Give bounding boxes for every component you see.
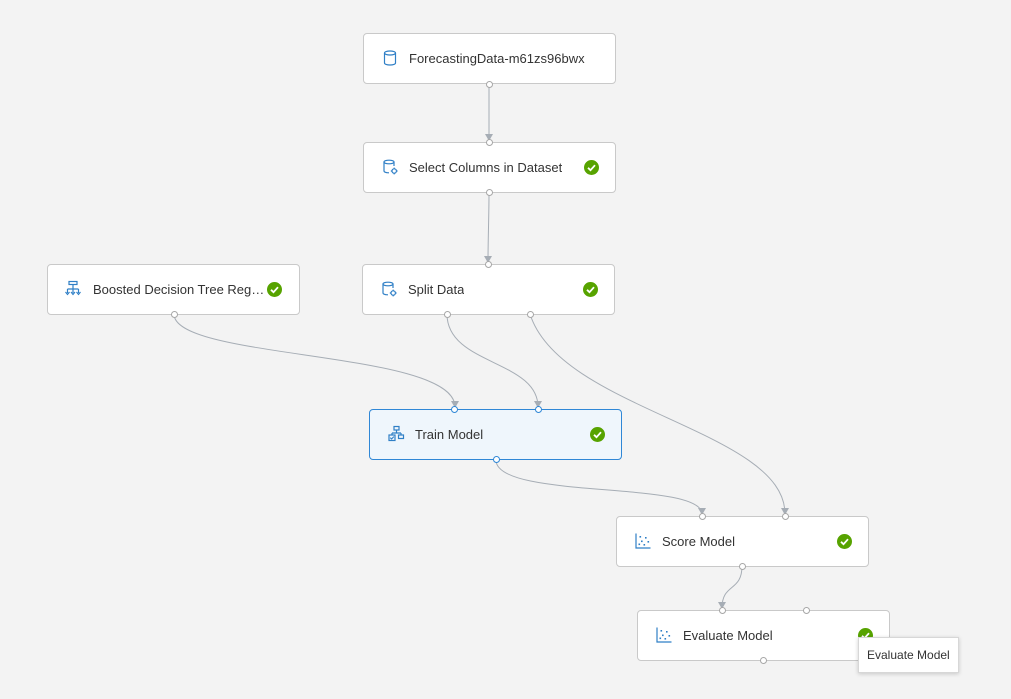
edge-boosted-tree-to-train-model bbox=[173, 313, 459, 408]
node-train-model[interactable]: Train Model bbox=[369, 406, 622, 463]
edge-score-model-to-evaluate-model bbox=[718, 565, 743, 609]
node-label: Evaluate Model bbox=[683, 628, 773, 643]
node-label: ForecastingData-m61zs96bwx bbox=[409, 51, 585, 66]
data-transform-icon bbox=[380, 280, 398, 298]
input-port-2[interactable] bbox=[782, 513, 789, 520]
scatter-chart-icon bbox=[655, 626, 673, 644]
node-evaluate-model[interactable]: Evaluate Model bbox=[637, 607, 890, 664]
dataset-icon bbox=[381, 49, 399, 67]
edge-split-data-to-train-model bbox=[446, 313, 542, 408]
completed-check-icon bbox=[267, 282, 282, 297]
node-label: Split Data bbox=[408, 282, 465, 297]
output-port[interactable] bbox=[171, 311, 178, 318]
input-port-1[interactable] bbox=[699, 513, 706, 520]
input-port-1[interactable] bbox=[719, 607, 726, 614]
node-boosted-decision-tree[interactable]: Boosted Decision Tree Regre... bbox=[47, 264, 300, 318]
output-port-2[interactable] bbox=[527, 311, 534, 318]
node-split-data[interactable]: Split Data bbox=[362, 261, 615, 318]
node-forecasting-data[interactable]: ForecastingData-m61zs96bwx bbox=[363, 33, 616, 88]
node-label: Boosted Decision Tree Regre... bbox=[93, 282, 267, 297]
output-port[interactable] bbox=[739, 563, 746, 570]
input-port[interactable] bbox=[485, 261, 492, 268]
data-transform-icon bbox=[381, 158, 399, 176]
completed-check-icon bbox=[590, 427, 605, 442]
algorithm-tree-icon bbox=[64, 280, 82, 298]
output-port[interactable] bbox=[493, 456, 500, 463]
node-label: Select Columns in Dataset bbox=[409, 160, 563, 175]
node-label: Score Model bbox=[662, 534, 735, 549]
input-port-1[interactable] bbox=[451, 406, 458, 413]
output-port-1[interactable] bbox=[444, 311, 451, 318]
input-port-2[interactable] bbox=[803, 607, 810, 614]
input-port-2[interactable] bbox=[535, 406, 542, 413]
train-model-icon bbox=[387, 425, 405, 443]
node-tooltip: Evaluate Model bbox=[858, 637, 959, 673]
completed-check-icon bbox=[584, 160, 599, 175]
completed-check-icon bbox=[837, 534, 852, 549]
node-score-model[interactable]: Score Model bbox=[616, 513, 869, 570]
completed-check-icon bbox=[583, 282, 598, 297]
node-label: Train Model bbox=[415, 427, 484, 442]
output-port[interactable] bbox=[760, 657, 767, 664]
node-select-columns[interactable]: Select Columns in Dataset bbox=[363, 139, 616, 196]
scatter-chart-icon bbox=[634, 532, 652, 550]
output-port[interactable] bbox=[486, 81, 493, 88]
input-port[interactable] bbox=[486, 139, 493, 146]
edge-select-columns-to-split-data bbox=[484, 192, 492, 263]
edge-train-model-to-score-model bbox=[495, 459, 706, 515]
output-port[interactable] bbox=[486, 189, 493, 196]
